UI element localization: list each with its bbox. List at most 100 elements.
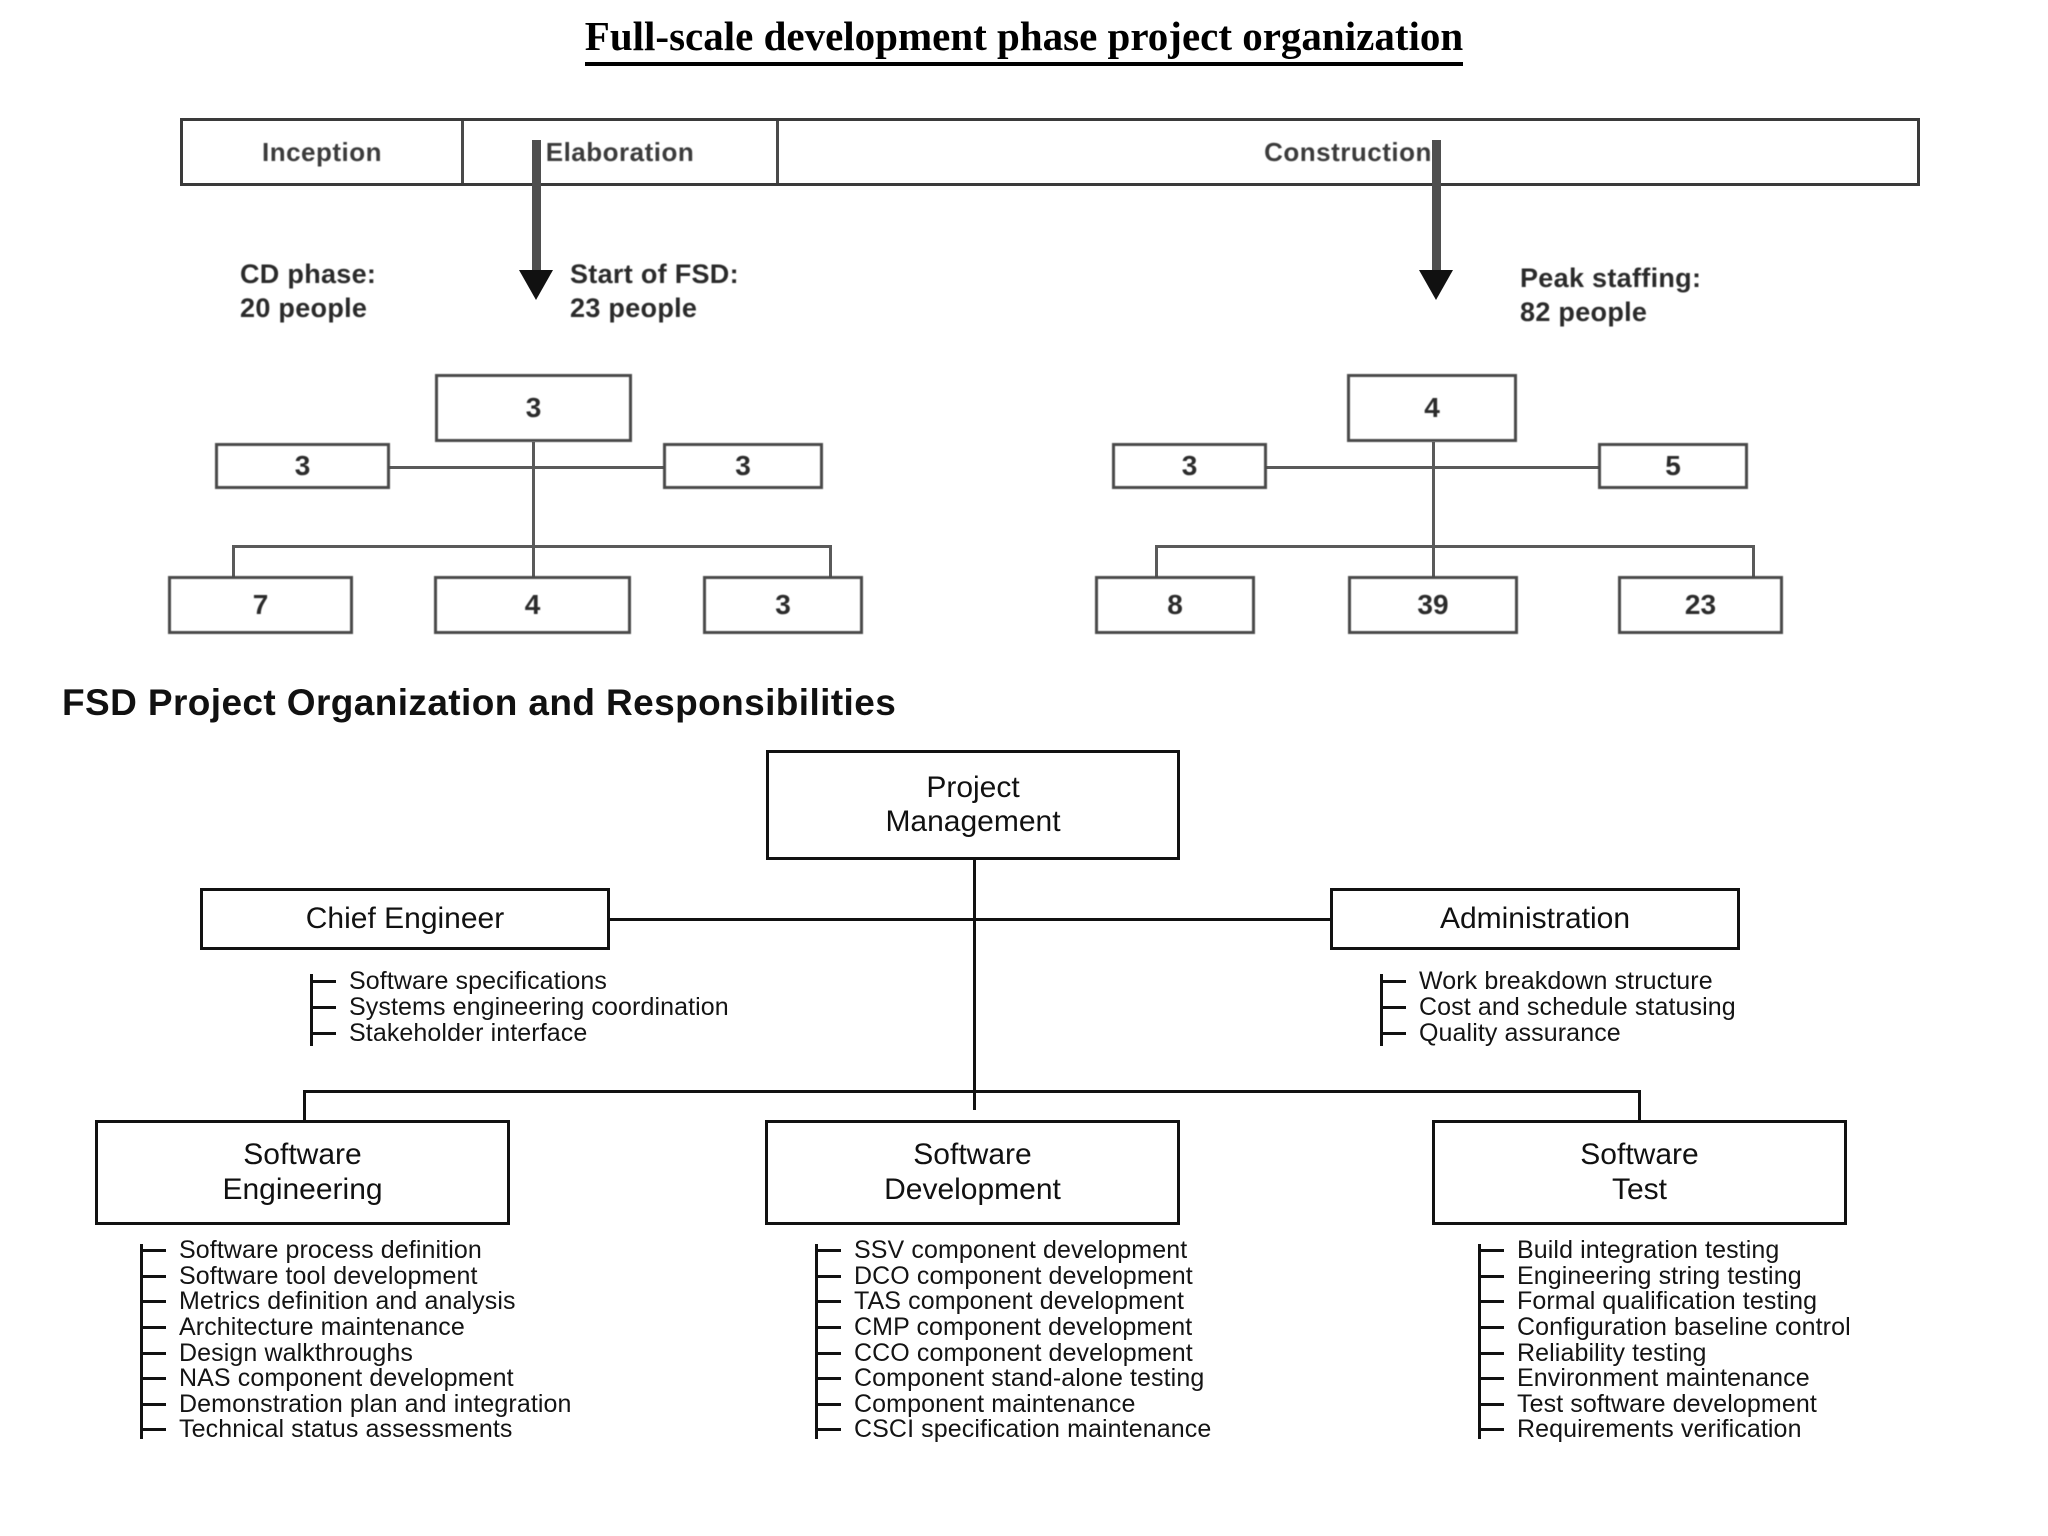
staff-box-bottom-left-1: 7 <box>168 576 353 634</box>
staff-box-top-left: 3 <box>435 374 632 442</box>
note-peak-staffing: Peak staffing: 82 people <box>1520 262 1701 330</box>
administration-responsibilities: Work breakdown structure Cost and schedu… <box>1380 966 1736 1047</box>
staff-connector-staff-left <box>290 466 822 469</box>
staff-drop-left-3 <box>829 545 832 577</box>
list-item: Quality assurance <box>1380 1018 1736 1047</box>
bullet-dash-icon <box>140 1402 166 1406</box>
bullet-dash-icon <box>1478 1351 1504 1355</box>
staff-value: 8 <box>1167 589 1183 620</box>
list-item: CMP component development <box>815 1313 1211 1342</box>
org-label-line2: Management <box>885 805 1061 838</box>
org-box-software-engineering: Software Engineering <box>95 1120 510 1225</box>
software-development-responsibilities: SSV component development DCO component … <box>815 1236 1211 1443</box>
list-item: Component maintenance <box>815 1389 1211 1418</box>
org-label-line1: Software <box>913 1138 1032 1171</box>
list-item-label: CCO component development <box>854 1338 1193 1367</box>
staff-drop-right-3 <box>1752 545 1755 577</box>
list-item: DCO component development <box>815 1261 1211 1290</box>
staff-box-bottom-left-3: 3 <box>703 576 863 634</box>
staff-box-left-side-right: 3 <box>1112 443 1267 489</box>
bullet-dash-icon <box>1478 1274 1504 1278</box>
bullet-dash-icon <box>1478 1428 1504 1432</box>
list-item-label: Technical status assessments <box>179 1415 513 1444</box>
bullet-dash-icon <box>140 1249 166 1253</box>
org-label-line2: Development <box>884 1172 1061 1206</box>
org-label-line2: Test <box>1611 1172 1668 1206</box>
list-item-label: Architecture maintenance <box>179 1313 465 1342</box>
staff-value: 4 <box>524 589 541 620</box>
list-item: Cost and schedule statusing <box>1380 992 1736 1021</box>
list-item-label: Cost and schedule statusing <box>1419 992 1736 1021</box>
list-item: Work breakdown structure <box>1380 966 1736 995</box>
list-item-label: CMP component development <box>854 1313 1193 1342</box>
list-item-label: Work breakdown structure <box>1419 966 1713 995</box>
bullet-spine <box>1478 1244 1481 1439</box>
staff-connector-bus-right <box>1155 545 1755 548</box>
org-label-line2: Engineering <box>222 1172 383 1206</box>
list-item: Reliability testing <box>1478 1339 1851 1367</box>
list-item-label: Software specifications <box>349 966 607 995</box>
list-item: Software process definition <box>140 1236 572 1264</box>
list-item: Engineering string testing <box>1478 1262 1851 1290</box>
bullet-dash-icon <box>815 1402 841 1406</box>
staff-box-bottom-right-1: 8 <box>1095 576 1255 634</box>
list-item: Demonstration plan and integration <box>140 1389 572 1418</box>
note-peak-staffing-line1: Peak staffing: <box>1520 263 1702 293</box>
list-item: SSV component development <box>815 1236 1211 1264</box>
list-item-label: Component maintenance <box>854 1389 1136 1418</box>
note-start-fsd-line2: 23 people <box>570 292 698 323</box>
list-item-label: Requirements verification <box>1517 1415 1802 1444</box>
note-start-fsd: Start of FSD: 23 people <box>570 258 739 326</box>
phase-divider-2 <box>776 121 779 183</box>
org-label-line1: Administration <box>1439 901 1631 935</box>
list-item: Formal qualification testing <box>1478 1287 1851 1316</box>
list-item-label: Configuration baseline control <box>1517 1313 1851 1342</box>
bullet-spine <box>140 1244 143 1439</box>
list-item-label: NAS component development <box>179 1364 514 1393</box>
list-item: Software tool development <box>140 1262 572 1290</box>
org-label-line1: Software <box>243 1138 362 1171</box>
bullet-dash-icon <box>815 1326 841 1330</box>
staff-box-left-side-left: 3 <box>215 443 390 489</box>
list-item-label: Design walkthroughs <box>179 1338 413 1367</box>
bullet-dash-icon <box>310 979 336 983</box>
staff-value: 23 <box>1684 589 1717 620</box>
list-item-label: Formal qualification testing <box>1517 1287 1818 1316</box>
staff-box-bottom-right-3: 23 <box>1618 576 1783 634</box>
note-cd-phase: CD phase: 20 people <box>240 258 376 326</box>
section-heading: FSD Project Organization and Responsibil… <box>62 682 897 723</box>
staff-box-bottom-left-2: 4 <box>434 576 631 634</box>
staff-drop-right-1 <box>1155 545 1158 577</box>
org-label-line1: Chief Engineer <box>305 901 505 935</box>
list-item: Configuration baseline control <box>1478 1313 1851 1342</box>
list-item-label: Quality assurance <box>1419 1018 1621 1047</box>
phase-label-construction: Construction <box>1264 136 1432 167</box>
staff-value: 39 <box>1417 589 1449 620</box>
org-crossbar-bottom <box>303 1090 1641 1093</box>
note-cd-phase-line2: 20 people <box>240 292 368 323</box>
list-item: Build integration testing <box>1478 1236 1851 1264</box>
page-title: Full-scale development phase project org… <box>0 12 2048 66</box>
bullet-dash-icon <box>1380 1031 1406 1035</box>
note-cd-phase-line1: CD phase: <box>240 259 377 289</box>
org-box-project-management: Project Management <box>766 750 1180 860</box>
list-item: Environment maintenance <box>1478 1364 1851 1393</box>
list-item-label: Environment maintenance <box>1517 1364 1810 1393</box>
bullet-dash-icon <box>1478 1326 1504 1330</box>
staff-connector-staff-right <box>1155 466 1745 469</box>
org-box-administration: Administration <box>1330 888 1740 950</box>
list-item-label: TAS component development <box>854 1287 1185 1316</box>
bullet-dash-icon <box>1478 1249 1504 1253</box>
org-trunk-pm <box>973 860 976 1110</box>
phase-label-elaboration: Elaboration <box>545 136 695 167</box>
list-item-label: Demonstration plan and integration <box>179 1389 572 1418</box>
bullet-dash-icon <box>815 1249 841 1253</box>
list-item: Technical status assessments <box>140 1415 572 1444</box>
list-item-label: DCO component development <box>854 1261 1193 1290</box>
phase-cell-construction: Construction <box>779 121 1917 183</box>
phase-cell-elaboration: Elaboration <box>464 121 776 183</box>
list-item: Architecture maintenance <box>140 1313 572 1342</box>
list-item: TAS component development <box>815 1287 1211 1316</box>
staff-value: 5 <box>1665 450 1681 481</box>
staff-value: 4 <box>1424 392 1440 423</box>
